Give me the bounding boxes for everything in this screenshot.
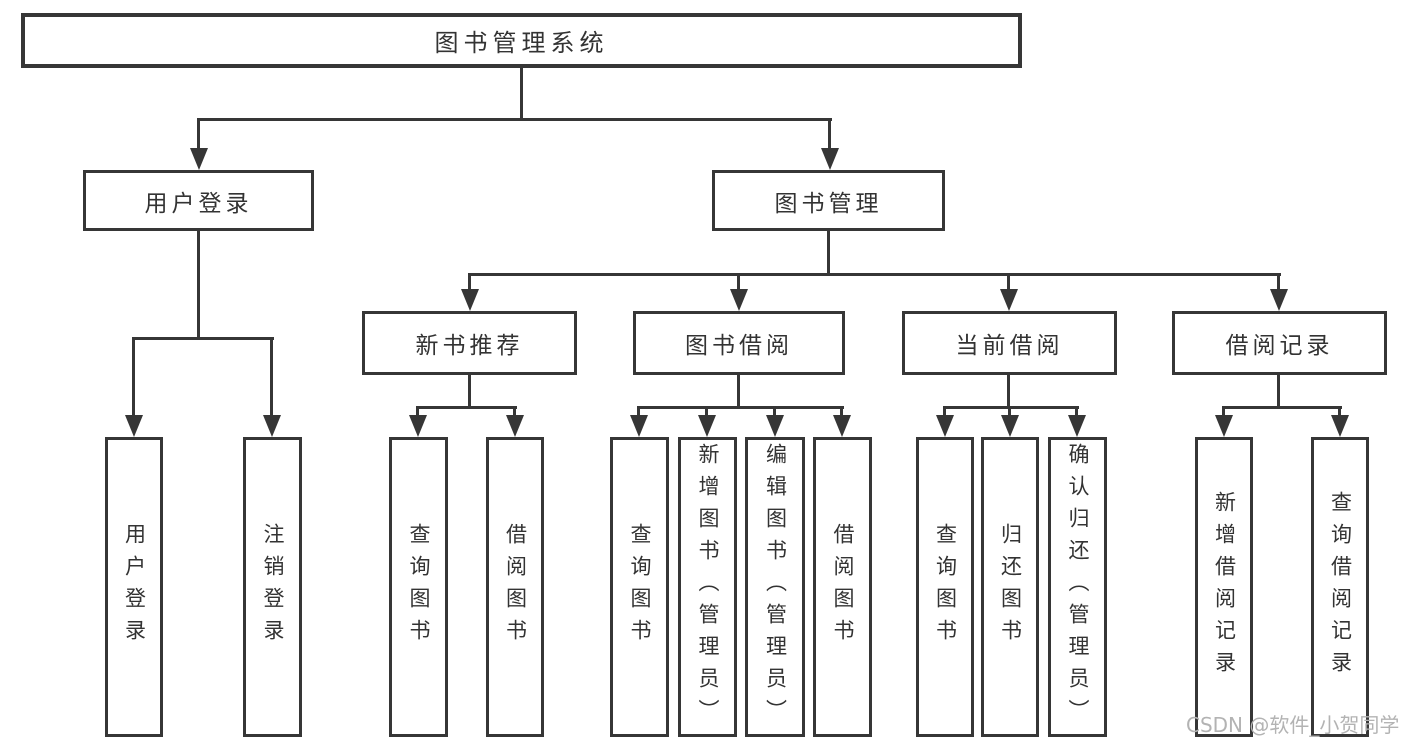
- leaf-label: 查询借阅记录: [1328, 491, 1353, 683]
- node-label: 当前借阅: [955, 333, 1064, 359]
- node-book-borrowing: 图书借阅: [633, 311, 845, 375]
- node-label: 新书推荐: [415, 333, 524, 359]
- connector-drop-bb-borrow: [840, 406, 843, 415]
- connector-drop-current: [1007, 273, 1010, 289]
- connector-drop-user-login: [197, 118, 200, 148]
- connector-level2-hline: [197, 118, 832, 121]
- leaf-label: 新增图书（管理员）: [696, 443, 720, 731]
- leaf-label: 注销登录: [261, 523, 285, 651]
- connector-drop-logout-leaf: [270, 337, 273, 415]
- node-new-book-recommendation: 新书推荐: [362, 311, 577, 375]
- connector-current-vline: [1007, 375, 1010, 409]
- leaf-borrowing-edit-book-admin: 编辑图书（管理员）: [745, 437, 805, 737]
- arrowhead-bb-borrow: [833, 415, 851, 437]
- arrowhead-bb-edit: [766, 415, 784, 437]
- connector-current-hline: [943, 406, 1079, 409]
- connector-drop-bb-edit: [773, 406, 776, 415]
- arrowhead-bb-query: [630, 415, 648, 437]
- node-book-management: 图书管理: [712, 170, 945, 231]
- arrowhead-bb-add: [698, 415, 716, 437]
- connector-records-hline: [1222, 406, 1342, 409]
- connector-records-vline: [1277, 375, 1280, 409]
- leaf-label: 查询图书: [407, 523, 431, 651]
- connector-book-mgmt-vline: [827, 231, 830, 276]
- node-current-borrowing: 当前借阅: [902, 311, 1117, 375]
- leaf-borrowing-add-book-admin: 新增图书（管理员）: [678, 437, 737, 737]
- arrowhead-book-mgmt: [821, 148, 839, 170]
- node-label: 图书管理系统: [434, 29, 609, 57]
- arrowhead-rec-borrow: [506, 415, 524, 437]
- connector-drop-borrowing: [737, 273, 740, 289]
- leaf-label: 借阅图书: [503, 523, 528, 651]
- connector-user-login-hline: [132, 337, 274, 340]
- node-library-management-system: 图书管理系统: [21, 13, 1022, 68]
- arrowhead-current: [1000, 289, 1018, 311]
- arrowhead-rec-query: [409, 415, 427, 437]
- leaf-label: 新增借阅记录: [1212, 491, 1237, 683]
- connector-user-login-vline: [197, 231, 200, 340]
- connector-drop-records: [1277, 273, 1280, 289]
- arrowhead-user-login: [190, 148, 208, 170]
- leaf-label: 查询图书: [628, 523, 652, 651]
- leaf-label: 编辑图书（管理员）: [763, 443, 788, 731]
- arrowhead-login-leaf: [125, 415, 143, 437]
- connector-level3-hline: [468, 273, 1281, 276]
- node-borrowing-records: 借阅记录: [1172, 311, 1387, 375]
- connector-drop-book-mgmt: [828, 118, 831, 148]
- leaf-borrowing-query-book: 查询图书: [610, 437, 669, 737]
- connector-drop-bb-add: [705, 406, 708, 415]
- leaf-current-confirm-return-admin: 确认归还（管理员）: [1048, 437, 1107, 737]
- leaf-records-add-borrow-record: 新增借阅记录: [1195, 437, 1253, 737]
- leaf-records-query-borrow-record: 查询借阅记录: [1311, 437, 1369, 737]
- arrowhead-recommend: [461, 289, 479, 311]
- leaf-label: 借阅图书: [831, 523, 855, 651]
- leaf-label: 用户登录: [122, 523, 147, 651]
- arrowhead-cb-query: [936, 415, 954, 437]
- connector-drop-cb-confirm: [1075, 406, 1078, 415]
- connector-recommend-hline: [416, 406, 517, 409]
- leaf-label: 确认归还（管理员）: [1066, 443, 1090, 731]
- arrowhead-records: [1270, 289, 1288, 311]
- connector-borrowing-hline: [637, 406, 844, 409]
- arrowhead-borrowing: [730, 289, 748, 311]
- leaf-label: 归还图书: [998, 523, 1023, 651]
- connector-drop-rec-query: [416, 406, 419, 415]
- leaf-recommend-query-book: 查询图书: [389, 437, 448, 737]
- node-label: 图书管理: [774, 190, 883, 217]
- csdn-watermark: CSDN @软件_小贺同学: [1186, 713, 1400, 737]
- arrowhead-br-query: [1331, 415, 1349, 437]
- leaf-borrowing-borrow-book: 借阅图书: [813, 437, 872, 737]
- arrowhead-br-add: [1215, 415, 1233, 437]
- connector-drop-br-add: [1222, 406, 1225, 415]
- connector-drop-cb-return: [1008, 406, 1011, 415]
- leaf-label: 查询图书: [933, 523, 958, 651]
- node-label: 用户登录: [144, 190, 253, 217]
- arrowhead-cb-confirm: [1068, 415, 1086, 437]
- leaf-user-login: 用户登录: [105, 437, 163, 737]
- connector-drop-cb-query: [943, 406, 946, 415]
- connector-recommend-vline: [468, 375, 471, 409]
- leaf-recommend-borrow-book: 借阅图书: [486, 437, 544, 737]
- node-user-login: 用户登录: [83, 170, 314, 231]
- connector-drop-recommend: [468, 273, 471, 289]
- connector-drop-br-query: [1338, 406, 1341, 415]
- leaf-current-return-book: 归还图书: [981, 437, 1039, 737]
- leaf-logout-login: 注销登录: [243, 437, 302, 737]
- arrowhead-cb-return: [1001, 415, 1019, 437]
- connector-drop-bb-query: [637, 406, 640, 415]
- arrowhead-logout-leaf: [263, 415, 281, 437]
- node-label: 图书借阅: [685, 333, 793, 359]
- connector-drop-login-leaf: [132, 337, 135, 415]
- leaf-current-query-book: 查询图书: [916, 437, 974, 737]
- connector-root-vline: [520, 68, 523, 121]
- node-label: 借阅记录: [1225, 333, 1334, 359]
- connector-drop-rec-borrow: [513, 406, 516, 415]
- connector-borrowing-vline: [737, 375, 740, 409]
